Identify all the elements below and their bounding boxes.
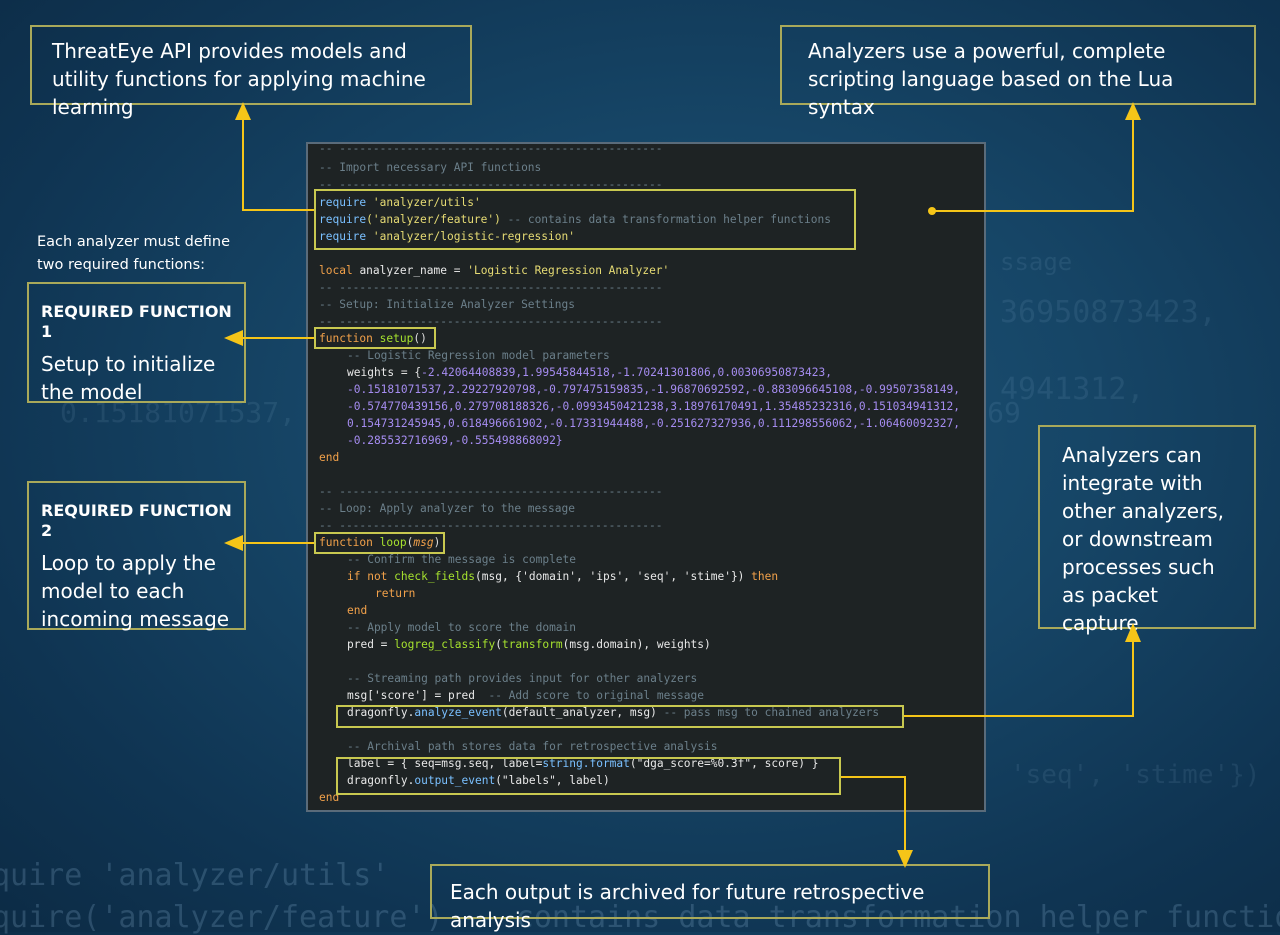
required-function-1-text: Setup to initialize the model [41, 352, 216, 404]
code-line-end-loop: end [319, 791, 340, 804]
code-line-require-lr: require 'analyzer/logistic-regression' [319, 230, 575, 243]
required-function-1-heading: REQUIRED FUNCTION 1 [41, 302, 232, 341]
code-comment-params: -- Logistic Regression model parameters [347, 349, 610, 362]
arrowhead-integrate [1125, 623, 1141, 642]
callout-api: ThreatEye API provides models and utilit… [30, 25, 472, 119]
code-line-function-setup: function setup() [319, 332, 427, 345]
code-line-require-utils: require 'analyzer/utils' [319, 196, 481, 209]
callout-integrate-text: Analyzers can integrate with other analy… [1062, 443, 1225, 635]
code-line-function-loop: function loop(msg) [319, 536, 441, 549]
code-separator: -- -------------------------------------… [319, 178, 663, 191]
arrowhead-archive [897, 850, 913, 868]
code-line-require-feature: require('analyzer/feature') -- contains … [319, 213, 831, 226]
code-line-output-event: dragonfly.output_event("labels", label) [347, 774, 610, 787]
code-comment-loop: -- Loop: Apply analyzer to the message [319, 502, 575, 515]
code-separator: -- -------------------------------------… [319, 485, 663, 498]
code-line-end-if: end [347, 604, 368, 617]
code-comment-import: -- Import necessary API functions [319, 161, 542, 174]
code-line-weights: weights = {-2.42064408839,1.99545844518,… [347, 366, 832, 379]
background-code-7: 'seq', 'stime'}) [1010, 760, 1261, 790]
highlight-loop [314, 532, 445, 554]
callout-api-text: ThreatEye API provides models and utilit… [52, 39, 426, 119]
arrowhead-lua [1125, 102, 1141, 120]
connector-dot-lua [928, 207, 936, 215]
code-line-end: end [319, 451, 340, 464]
code-line-weights-5: -0.285532716969,-0.555498868092} [347, 434, 563, 447]
code-line-weights-2: -0.15181071537,2.29227920798,-0.79747515… [347, 383, 960, 396]
code-line-label: label = { seq=msg.seq, label=string.form… [347, 757, 819, 770]
code-line-if-check: if not check_fields(msg, {'domain', 'ips… [347, 570, 779, 583]
arrowhead-api [235, 102, 251, 120]
callout-lua-text: Analyzers use a powerful, complete scrip… [808, 39, 1174, 119]
callout-required-function-2: REQUIRED FUNCTION 2 Loop to apply the mo… [27, 481, 246, 631]
code-line-analyze-event: dragonfly.analyze_event(default_analyzer… [347, 706, 880, 719]
code-comment-apply: -- Apply model to score the domain [347, 621, 577, 634]
arrowhead-loop [224, 535, 243, 551]
highlight-analyze-event [336, 705, 904, 728]
code-separator: -- -------------------------------------… [319, 142, 663, 155]
required-function-2-text: Loop to apply the model to each incoming… [41, 551, 230, 631]
code-comment-setup: -- Setup: Initialize Analyzer Settings [319, 298, 575, 311]
callout-required-function-1: REQUIRED FUNCTION 1 Setup to initialize … [27, 282, 246, 404]
required-function-2-heading: REQUIRED FUNCTION 2 [41, 501, 232, 540]
define-note: Each analyzer must define two required f… [37, 234, 231, 273]
callout-integrate: Analyzers can integrate with other analy… [1038, 425, 1256, 635]
code-separator: -- -------------------------------------… [319, 315, 663, 328]
code-comment-archival: -- Archival path stores data for retrosp… [347, 740, 718, 753]
code-separator: -- -------------------------------------… [319, 519, 663, 532]
code-line-score: msg['score'] = pred -- Add score to orig… [347, 689, 705, 702]
background-code-4: 36950873423, [1000, 295, 1217, 330]
code-line-weights-4: 0.154731245945,0.618496661902,-0.1733194… [347, 417, 960, 430]
callout-lua: Analyzers use a powerful, complete scrip… [780, 25, 1256, 119]
code-line-weights-3: -0.574770439156,0.279708188326,-0.099345… [347, 400, 960, 413]
background-code-5: 4941312, [1000, 372, 1145, 407]
background-code-6: ssage [1000, 248, 1073, 276]
connector-lua [932, 118, 1134, 212]
code-separator: -- -------------------------------------… [319, 281, 663, 294]
background-code-1: quire 'analyzer/utils' [0, 858, 390, 893]
highlight-output [336, 757, 841, 795]
code-comment-stream: -- Streaming path provides input for oth… [347, 672, 698, 685]
callout-archive: Each output is archived for future retro… [430, 864, 990, 932]
highlight-setup [314, 327, 436, 349]
code-line-return: return [375, 587, 416, 600]
callout-archive-text: Each output is archived for future retro… [450, 880, 925, 932]
code-line-pred: pred = logreg_classify(transform(msg.dom… [347, 638, 711, 651]
arrowhead-setup [224, 330, 243, 346]
highlight-require-block [314, 189, 856, 250]
code-editor: -- -------------------------------------… [306, 142, 986, 812]
connector-api [242, 118, 314, 211]
code-line-analyzer-name: local analyzer_name = 'Logistic Regressi… [319, 264, 670, 277]
connector-archive [841, 776, 906, 852]
code-comment-confirm: -- Confirm the message is complete [347, 553, 577, 566]
connector-integrate [904, 640, 1134, 717]
